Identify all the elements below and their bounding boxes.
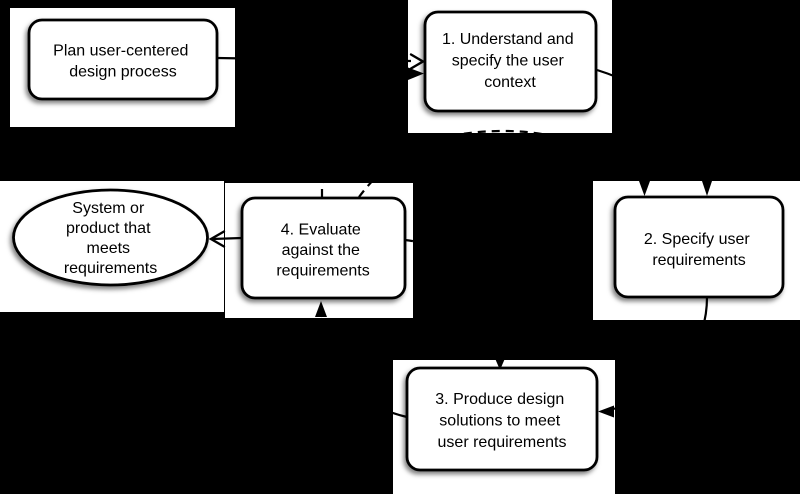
node-plan-shape xyxy=(27,18,219,101)
edge-step4-step1-dashed xyxy=(320,76,408,197)
node-step3: 3. Produce design solutions to meet user… xyxy=(405,366,599,472)
node-step1-shape xyxy=(423,10,598,113)
node-step2: 2. Specify user requirements xyxy=(613,195,785,299)
node-plan-label: Plan user-centered design process xyxy=(53,43,193,81)
edge-step3-step4 xyxy=(319,317,408,419)
node-step4-shape xyxy=(240,196,407,300)
node-step2-shape xyxy=(613,195,785,299)
node-plan-line: Plan user-centered xyxy=(53,43,188,60)
edge-step4-step3-dashed xyxy=(404,238,502,356)
node-outcome-label: System or product that meets requirement… xyxy=(64,200,157,277)
arrowhead-into-step4-bottom xyxy=(315,301,327,317)
edge-step2-step3 xyxy=(613,296,709,411)
node-step1-label: 1. Understand and specify the user conte… xyxy=(442,31,578,91)
node-step2-label: 2. Specify user requirements xyxy=(644,231,754,269)
node-step1-line: specify the user xyxy=(452,53,565,70)
node-plan: Plan user-centered design process xyxy=(27,18,219,101)
node-outcome-line: meets xyxy=(86,240,130,257)
node-step3-line: solutions to meet xyxy=(439,413,561,430)
node-outcome-line: System or xyxy=(72,200,145,217)
node-step3-shape xyxy=(405,366,599,472)
edge-plan-step1 xyxy=(216,56,412,63)
arrowhead-into-step3-side xyxy=(598,405,614,418)
node-step1-line: 1. Understand and xyxy=(442,31,574,48)
arrowhead-open-into-step1 xyxy=(409,53,426,70)
node-step3-line: 3. Produce design xyxy=(435,391,564,408)
edge-step1-step2 xyxy=(596,68,709,182)
node-step2-line: 2. Specify user xyxy=(644,231,751,248)
node-step4-line: against the xyxy=(282,242,360,259)
node-step1: 1. Understand and specify the user conte… xyxy=(423,10,598,113)
node-step3-line: user requirements xyxy=(438,434,567,451)
node-step4-label: 4. Evaluate against the requirements xyxy=(276,222,369,280)
node-step3-label: 3. Produce design solutions to meet user… xyxy=(435,391,568,451)
arrowhead-into-step2-right xyxy=(702,181,712,196)
edge-step4-outcome xyxy=(211,236,243,241)
node-outcome-line: product that xyxy=(66,220,151,237)
node-outcome-line: requirements xyxy=(64,260,157,277)
node-outcome-shape xyxy=(12,188,209,287)
node-outcome: System or product that meets requirement… xyxy=(12,188,209,287)
node-plan-line: design process xyxy=(69,64,177,81)
arrowhead-into-step3-top xyxy=(494,356,506,370)
arrowhead-into-step1-left xyxy=(408,67,424,80)
edges xyxy=(208,53,712,419)
node-step1-line: context xyxy=(484,74,536,91)
node-step4: 4. Evaluate against the requirements xyxy=(240,196,407,300)
node-step4-line: 4. Evaluate xyxy=(281,222,361,239)
node-step4-line: requirements xyxy=(276,263,369,280)
arrowhead-into-step2-left xyxy=(639,181,650,196)
node-step2-line: requirements xyxy=(652,252,745,269)
arrowhead-open-into-outcome xyxy=(208,230,226,248)
